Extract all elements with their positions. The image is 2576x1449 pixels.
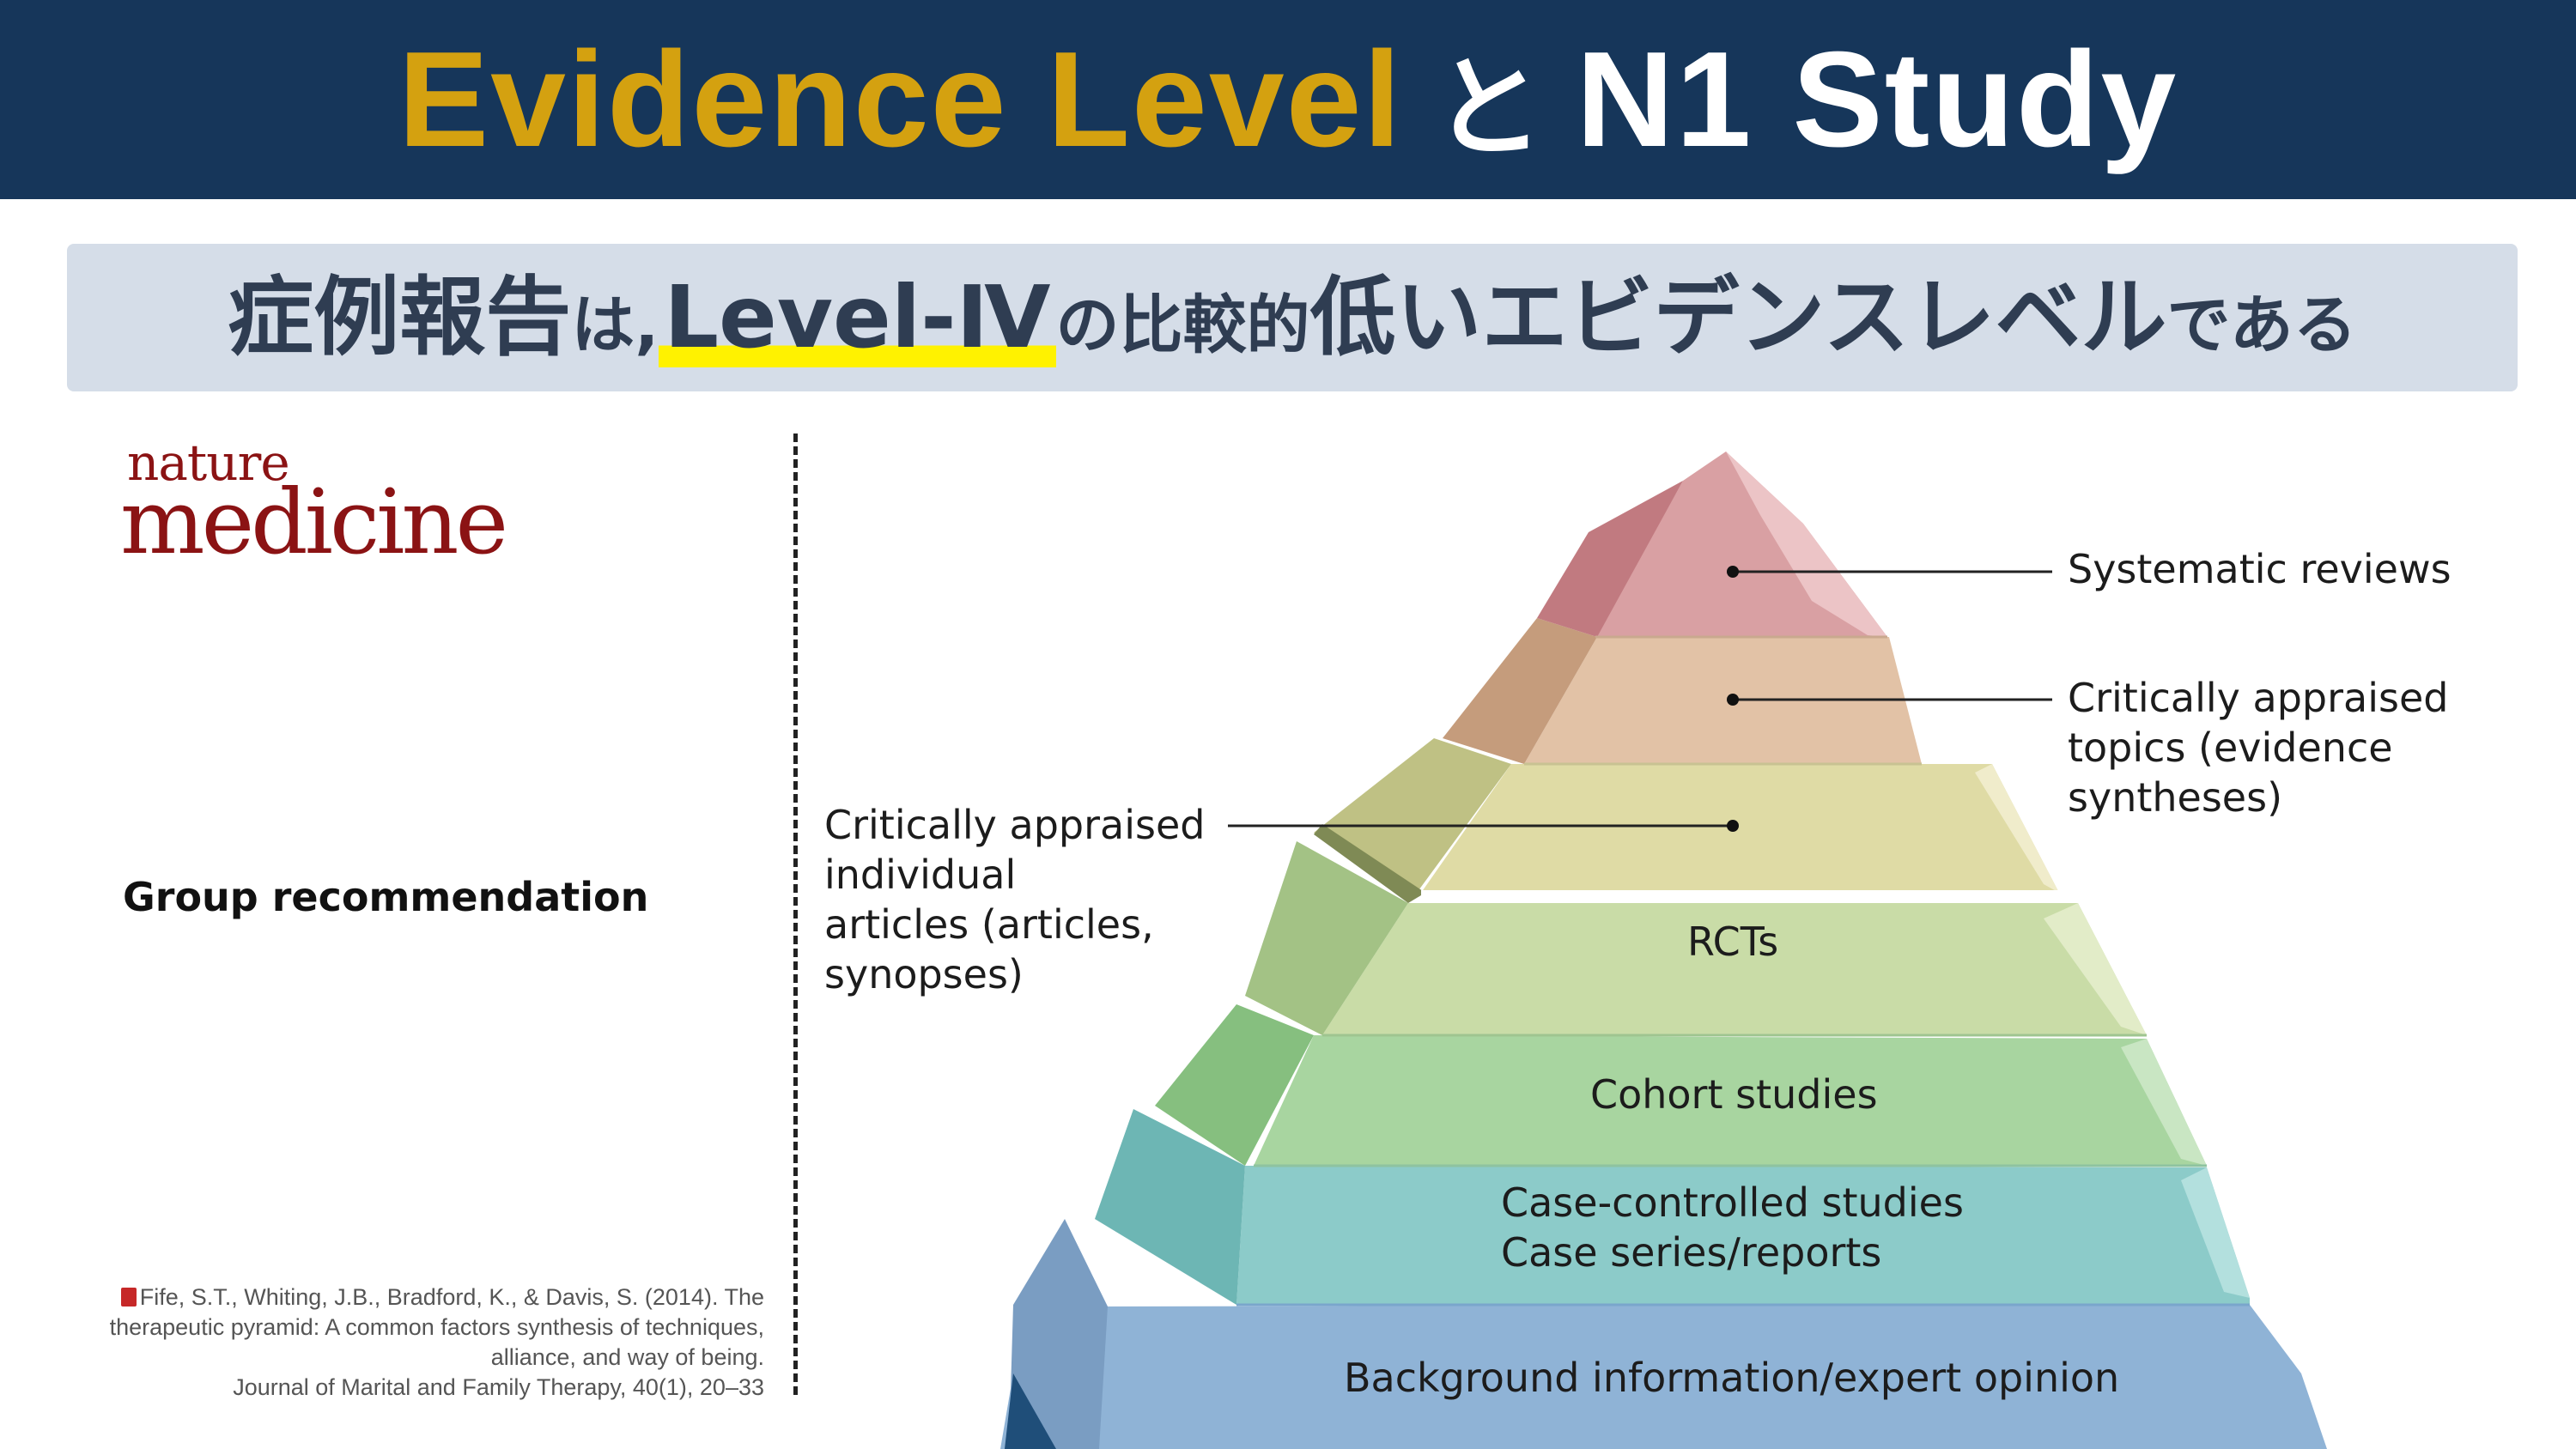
statement-level-highlight: Level-Ⅳ — [659, 267, 1056, 367]
statement-case-report: 症例報告 — [228, 267, 572, 367]
title-evidence-level: Evidence Level — [398, 24, 1403, 175]
label-systematic-reviews: Systematic reviews — [2068, 546, 2451, 592]
pyramid-tier-3-ledge — [1314, 824, 1425, 903]
leader-dot-systematic — [1727, 566, 1739, 578]
pyramid-tier-1 — [1595, 452, 1887, 637]
label-case-controlled-studies: Case-controlled studies Case series/repo… — [1501, 1179, 1964, 1276]
label-cohort-studies: Cohort studies — [1590, 1071, 1878, 1118]
title-n1-study: N1 Study — [1576, 24, 2178, 175]
pyramid-tier-2-shade — [1443, 618, 1597, 764]
pyramid-tier-1-highlight — [1726, 452, 1887, 637]
pyramid-tier-3 — [1421, 764, 2059, 893]
label-critically-appraised-topics: Critically appraised topics (evidence sy… — [2068, 675, 2449, 821]
dashed-divider — [793, 433, 798, 1395]
pyramid-tier-2 — [1524, 637, 1922, 764]
pyramid-highlight-right-4 — [2044, 903, 2147, 1035]
label-rcts: RCTs — [1687, 919, 1779, 965]
pyramid-tier-7-deep — [1005, 1373, 1056, 1449]
nature-medicine-logo: nature medicine — [120, 433, 508, 574]
pyramid-highlight-right-3 — [1975, 764, 2059, 893]
title-conjunction: と — [1433, 47, 1546, 170]
label-background-information: Background information/expert opinion — [1344, 1355, 2120, 1401]
book-icon — [120, 1288, 137, 1307]
leader-dot-articles — [1727, 820, 1739, 832]
group-recommendation-label: Group recommendation — [123, 874, 649, 920]
citation-line-2: therapeutic pyramid: A common factors sy… — [109, 1314, 764, 1340]
pyramid-tier-3-shade — [1314, 738, 1511, 893]
pyramid-highlight-right-5 — [2121, 1039, 2207, 1166]
pyramid-tier-6-shade — [1095, 1109, 1245, 1305]
logo-medicine-text: medicine — [120, 470, 508, 574]
pyramid-tier-7-shade — [1009, 1219, 1108, 1449]
statement-low-evidence: 低いエビデンスレベル — [1309, 267, 2167, 367]
label-critically-appraised-articles: Critically appraised individual articles… — [824, 802, 1206, 997]
citation-line-3: alliance, and way of being. — [490, 1344, 764, 1370]
statement-relatively: の比較的 — [1055, 288, 1310, 362]
citation-line-4: Journal of Marital and Family Therapy, 4… — [233, 1374, 764, 1400]
statement-banner: 症例報告は,Level-Ⅳの比較的低いエビデンスレベルである — [67, 244, 2518, 391]
logo-nature-text: nature — [127, 433, 290, 492]
leader-dot-topics — [1727, 694, 1739, 706]
citation: Fife, S.T., Whiting, J.B., Bradford, K.,… — [0, 1282, 764, 1403]
statement-copula: である — [2166, 288, 2357, 362]
pyramid-tier-5-shade — [1155, 1004, 1314, 1166]
pyramid-tier-4-shade — [1245, 841, 1408, 1035]
statement-text: 症例報告は,Level-Ⅳの比較的低いエビデンスレベルである — [228, 267, 2357, 367]
statement-particle: は, — [571, 288, 659, 362]
pyramid-tier-1-shade — [1537, 481, 1683, 637]
pyramid-highlight-right-6 — [2181, 1167, 2250, 1298]
citation-line-1: Fife, S.T., Whiting, J.B., Bradford, K.,… — [0, 1282, 764, 1313]
